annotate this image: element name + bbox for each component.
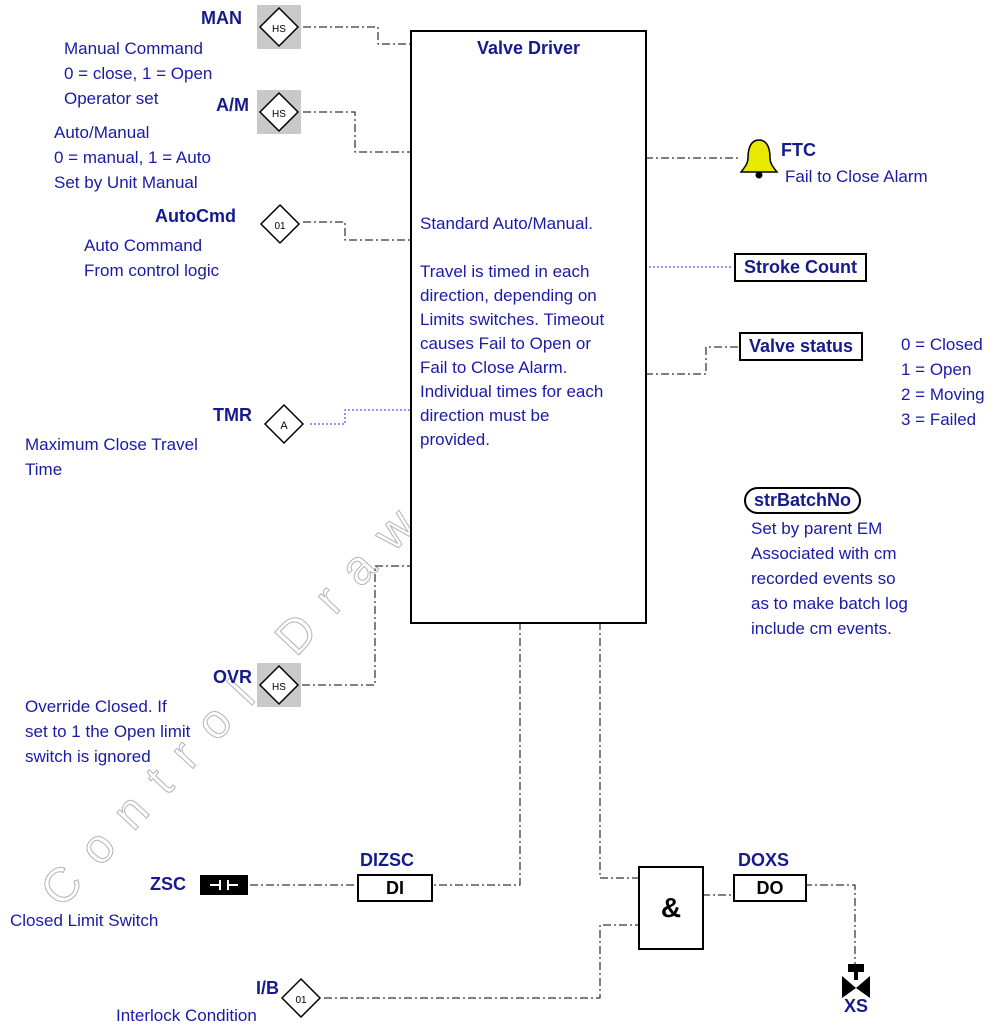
limit-switch-icon[interactable] (200, 875, 248, 895)
ftc-tag: FTC (781, 140, 816, 160)
digital-input-block[interactable]: DI (357, 874, 433, 902)
xs-tag: XS (844, 996, 869, 1016)
bell-alarm-icon[interactable] (737, 136, 781, 180)
and-gate[interactable]: & (638, 866, 704, 950)
ib-tag: I/B (256, 978, 280, 998)
ib-description: Interlock Condition (116, 1006, 257, 1025)
valve-driver-block[interactable]: Valve Driver Standard Auto/Manual. Trave… (410, 30, 647, 624)
svg-text:HS: HS (272, 682, 286, 693)
valve-actuator-icon[interactable] (840, 962, 872, 1000)
svg-text:HS: HS (272, 24, 286, 35)
digital-input-icon[interactable]: 01 (279, 976, 323, 1020)
hand-switch-icon[interactable]: HS (257, 90, 301, 134)
digital-output-block[interactable]: DO (733, 874, 807, 902)
valve-driver-description: Standard Auto/Manual. Travel is timed in… (420, 214, 605, 449)
analog-input-icon[interactable]: A (262, 402, 306, 446)
svg-text:01: 01 (295, 995, 307, 1006)
svg-text:A: A (280, 420, 288, 432)
stroke-count-output[interactable]: Stroke Count (734, 253, 868, 282)
autocmd-tag: AutoCmd (155, 206, 236, 226)
digital-input-icon[interactable]: 01 (258, 202, 302, 246)
ftc-description: Fail to Close Alarm (785, 167, 928, 186)
svg-text:01: 01 (274, 221, 286, 232)
zsc-description: Closed Limit Switch (10, 911, 159, 930)
doxs-tag: DOXS (738, 850, 790, 870)
dizsc-tag: DIZSC (360, 850, 414, 870)
hand-switch-icon[interactable]: HS (257, 663, 301, 707)
hand-switch-icon[interactable]: HS (257, 5, 301, 49)
man-tag: MAN (201, 8, 242, 28)
tmr-tag: TMR (213, 405, 252, 425)
batch-number-parameter[interactable]: strBatchNo (744, 487, 862, 514)
valve-status-output[interactable]: Valve status (739, 332, 864, 361)
ovr-tag: OVR (213, 667, 253, 687)
zsc-tag: ZSC (150, 874, 186, 894)
valve-driver-title: Valve Driver (476, 38, 581, 58)
svg-text:HS: HS (272, 109, 286, 120)
am-tag: A/M (216, 95, 249, 115)
